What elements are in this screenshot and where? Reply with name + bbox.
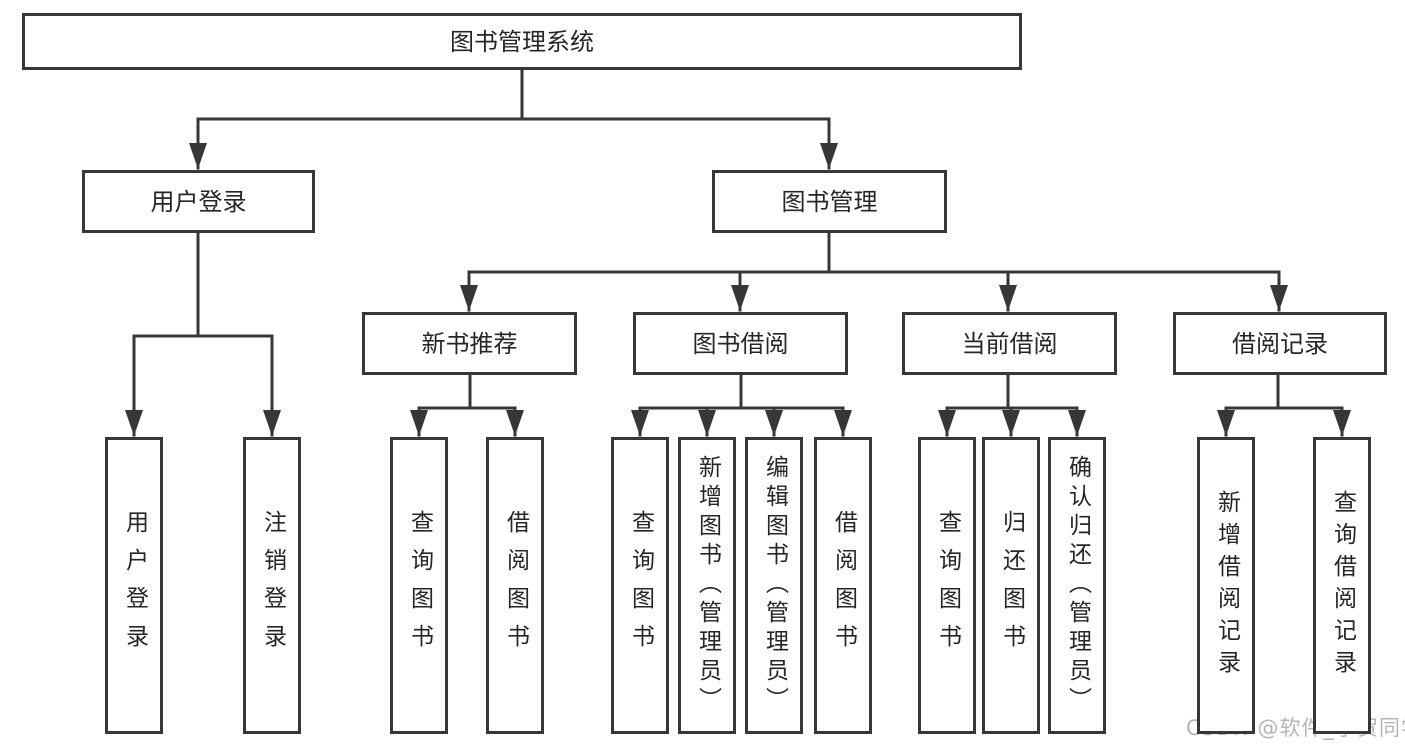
arrowhead bbox=[189, 143, 207, 169]
arrowhead bbox=[460, 285, 478, 311]
arrowhead bbox=[698, 410, 716, 436]
arrowhead bbox=[1217, 410, 1235, 436]
node-label: 注销登录 bbox=[259, 509, 286, 662]
node-label: 借阅图书 bbox=[830, 509, 857, 662]
node-library-system: 图书管理系统 bbox=[22, 13, 1022, 70]
node-leaf-query-books-current: 查询图书 bbox=[918, 437, 976, 734]
node-book-management: 图书管理 bbox=[712, 170, 947, 233]
node-leaf-query-borrow-record: 查询借阅记录 bbox=[1313, 437, 1371, 734]
arrowhead bbox=[631, 410, 649, 436]
arrowhead bbox=[1270, 285, 1288, 311]
node-label: 借阅记录 bbox=[1232, 329, 1328, 358]
node-leaf-query-books-borrowing: 查询图书 bbox=[611, 437, 669, 734]
arrowhead bbox=[506, 410, 524, 436]
node-borrowing-records: 借阅记录 bbox=[1173, 312, 1387, 375]
node-label: 查询借阅记录 bbox=[1329, 489, 1356, 682]
node-leaf-confirm-return-admin: 确认归还（管理员） bbox=[1048, 437, 1106, 734]
arrowhead bbox=[125, 410, 143, 436]
node-label: 图书管理 bbox=[781, 187, 878, 216]
node-label: 查询图书 bbox=[934, 509, 961, 662]
node-leaf-edit-books-admin: 编辑图书（管理员） bbox=[745, 437, 803, 734]
node-label: 查询图书 bbox=[406, 509, 433, 662]
node-label: 新增借阅记录 bbox=[1213, 489, 1240, 682]
arrowhead bbox=[765, 410, 783, 436]
arrowhead bbox=[820, 143, 838, 169]
node-book-borrowing: 图书借阅 bbox=[633, 312, 848, 375]
arrowhead bbox=[1002, 410, 1020, 436]
node-leaf-logout: 注销登录 bbox=[243, 437, 301, 734]
node-label: 图书管理系统 bbox=[450, 27, 594, 56]
node-label: 用户登录 bbox=[150, 187, 247, 216]
arrowhead bbox=[938, 410, 956, 436]
node-leaf-add-books-admin: 新增图书（管理员） bbox=[678, 437, 736, 734]
node-current-borrowing: 当前借阅 bbox=[902, 312, 1117, 375]
node-label: 借阅图书 bbox=[502, 509, 529, 662]
node-label: 当前借阅 bbox=[961, 329, 1058, 358]
arrowhead bbox=[1333, 410, 1351, 436]
arrowhead bbox=[999, 285, 1017, 311]
node-leaf-return-books: 归还图书 bbox=[982, 437, 1040, 734]
node-label: 确认归还（管理员） bbox=[1064, 455, 1091, 716]
arrowhead bbox=[410, 410, 428, 436]
node-label: 用户登录 bbox=[121, 509, 148, 662]
node-leaf-add-borrow-record: 新增借阅记录 bbox=[1197, 437, 1255, 734]
node-label: 图书借阅 bbox=[692, 329, 789, 358]
arrowhead bbox=[263, 410, 281, 436]
node-label: 查询图书 bbox=[627, 509, 654, 662]
node-label: 编辑图书（管理员） bbox=[761, 455, 788, 716]
node-label: 新增图书（管理员） bbox=[694, 455, 721, 716]
arrowhead bbox=[834, 410, 852, 436]
node-user-login: 用户登录 bbox=[82, 170, 315, 233]
arrowhead bbox=[731, 285, 749, 311]
node-leaf-user-login: 用户登录 bbox=[105, 437, 163, 734]
node-leaf-query-books-recommend: 查询图书 bbox=[390, 437, 448, 734]
node-leaf-borrow-books-borrowing: 借阅图书 bbox=[814, 437, 872, 734]
node-new-book-recommend: 新书推荐 bbox=[362, 312, 577, 375]
node-leaf-borrow-books-recommend: 借阅图书 bbox=[486, 437, 544, 734]
node-label: 新书推荐 bbox=[421, 329, 518, 358]
arrowhead bbox=[1068, 410, 1086, 436]
node-label: 归还图书 bbox=[998, 509, 1025, 662]
